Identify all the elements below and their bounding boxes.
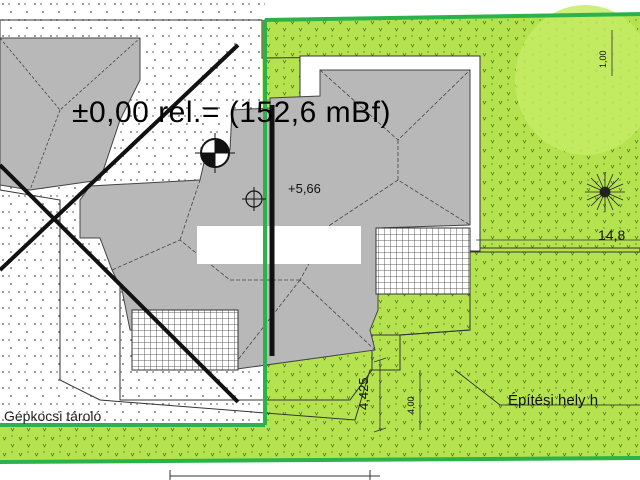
boundary-label: Építési hely h [508,392,599,409]
cut-line-2 [0,163,240,404]
dimension-lines [373,30,640,433]
boundary-south [0,456,640,464]
crosshair-icon [242,187,266,211]
label-box [197,226,361,264]
garage-label: Gépkocsi tároló [4,408,102,424]
reference-elevation-title: ±0,00 rel.= (152,6 mBf) [72,96,391,129]
tree-icon [585,172,625,212]
side-dimension: 14,8 [598,227,626,243]
dimension-main: 4,425 [356,377,371,410]
neighbour-roof [0,37,141,191]
boundary-leader [454,369,640,406]
boundary-top [264,12,640,22]
cut-line-1 [0,43,240,272]
dimension-top-right: 1,00 [598,50,608,68]
terrace-south [131,309,239,371]
survey-reference-icon [195,133,235,173]
terrace-east [375,227,471,295]
lawn-highlight [515,5,640,155]
dimension-small: 4,00 [406,396,416,414]
elevation-mark: +5,66 [288,181,321,196]
